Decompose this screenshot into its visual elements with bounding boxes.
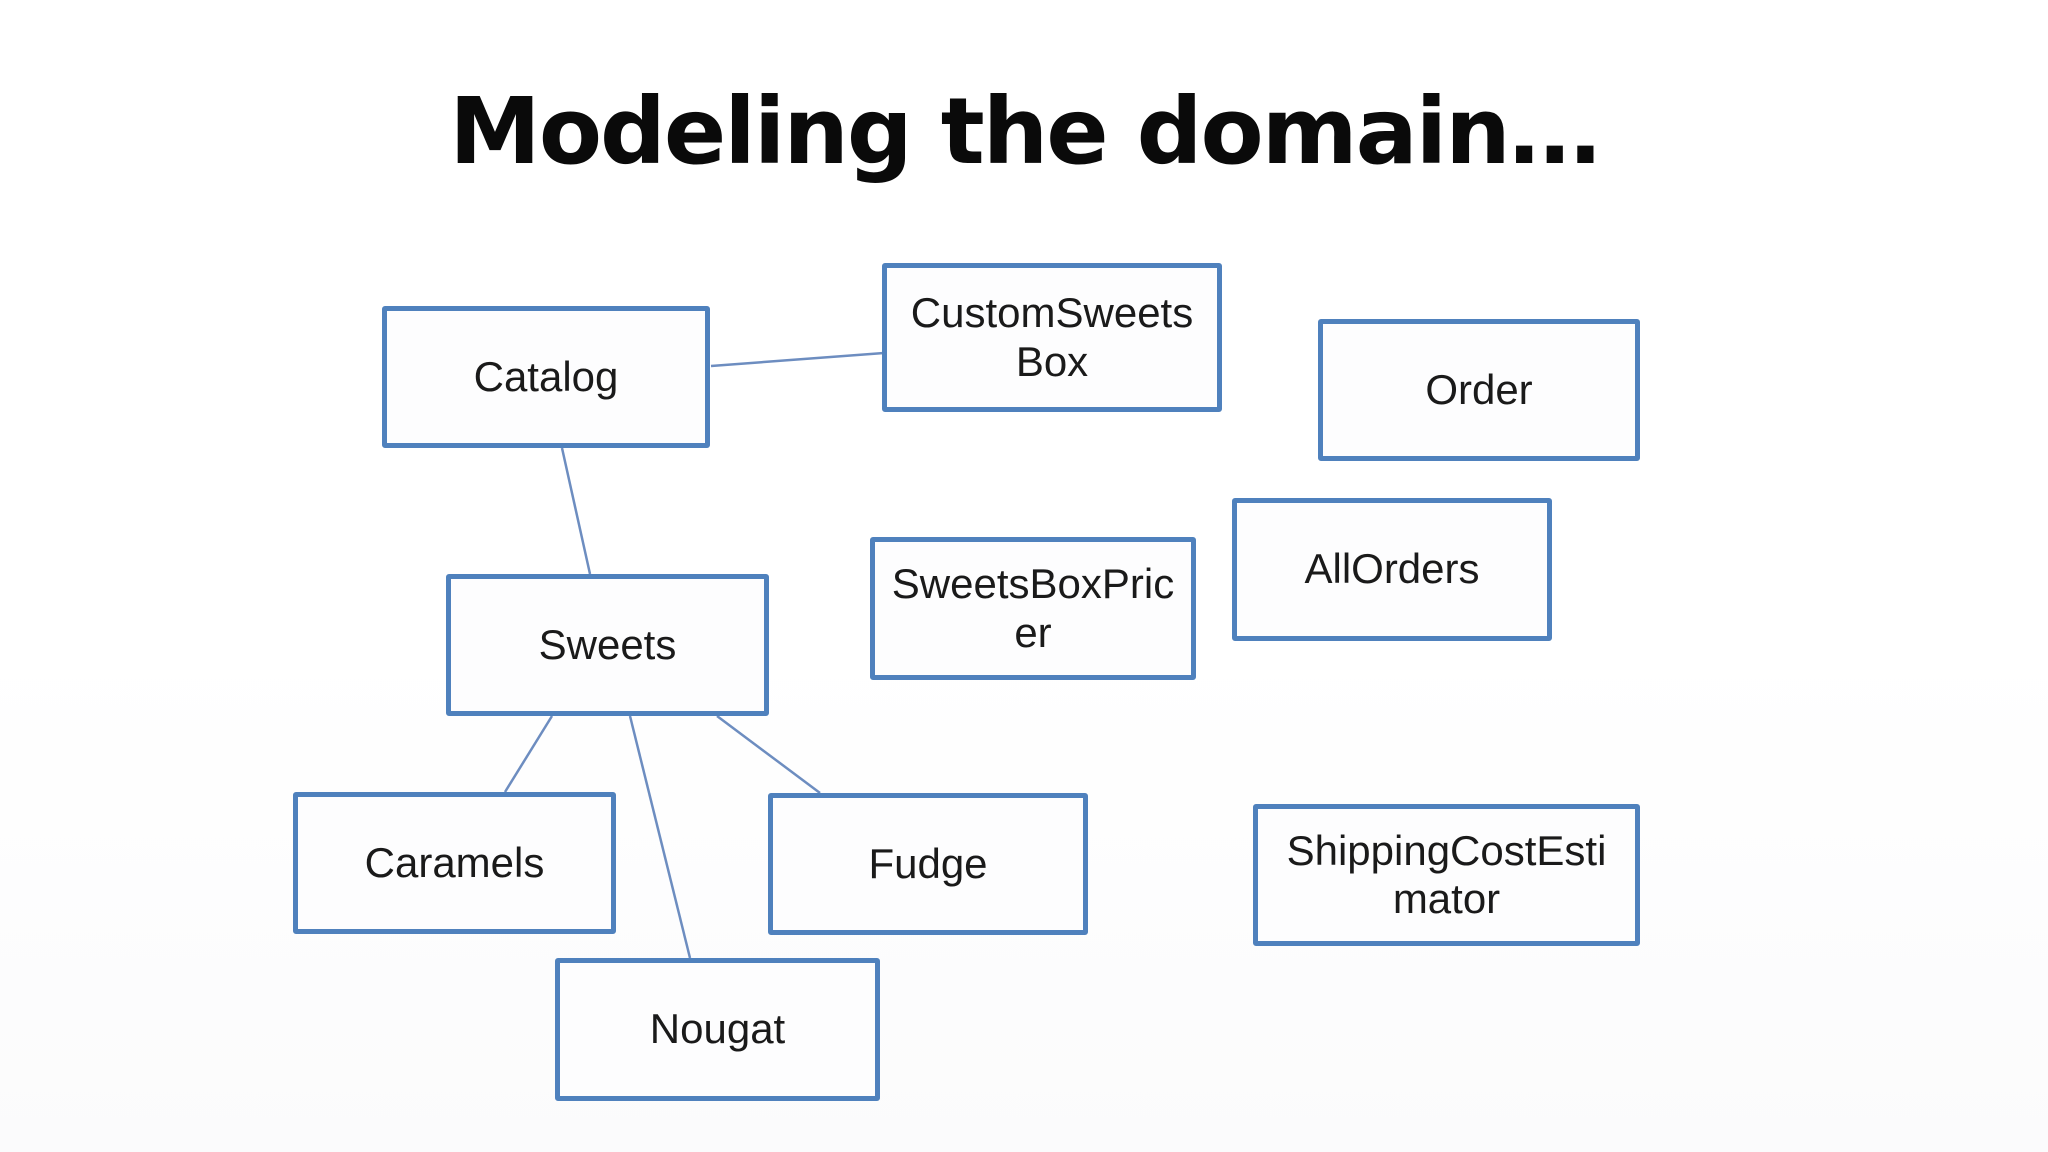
node-order: Order	[1318, 319, 1640, 461]
node-label: Fudge	[868, 839, 988, 887]
node-fudge: Fudge	[768, 793, 1088, 935]
node-label: Catalog	[473, 352, 619, 400]
edge-catalog-sweets	[560, 447, 592, 575]
edge-sweets-caramels	[503, 715, 554, 793]
node-label: ShippingCostEstimator	[1286, 826, 1607, 922]
node-label: Order	[1425, 365, 1533, 413]
node-nougat: Nougat	[555, 958, 880, 1101]
node-custom-sweets-box: CustomSweetsBox	[882, 263, 1222, 412]
node-label: Nougat	[649, 1005, 786, 1053]
node-label: SweetsBoxPricer	[891, 560, 1175, 656]
node-label: CustomSweetsBox	[910, 289, 1194, 385]
slide-title: Modeling the domain…	[449, 78, 1600, 185]
node-shipping-cost-estimator: ShippingCostEstimator	[1253, 804, 1640, 946]
node-all-orders: AllOrders	[1232, 498, 1552, 641]
node-sweets-box-pricer: SweetsBoxPricer	[870, 537, 1196, 680]
node-label: AllOrders	[1304, 545, 1480, 593]
node-label: Caramels	[364, 838, 545, 886]
edge-sweets-fudge	[716, 714, 821, 795]
node-label: Sweets	[538, 620, 677, 668]
edge-catalog-customsweetsbox	[710, 351, 885, 368]
node-sweets: Sweets	[446, 574, 769, 716]
node-catalog: Catalog	[382, 306, 710, 448]
edge-sweets-nougat	[628, 715, 692, 959]
node-caramels: Caramels	[293, 792, 616, 934]
